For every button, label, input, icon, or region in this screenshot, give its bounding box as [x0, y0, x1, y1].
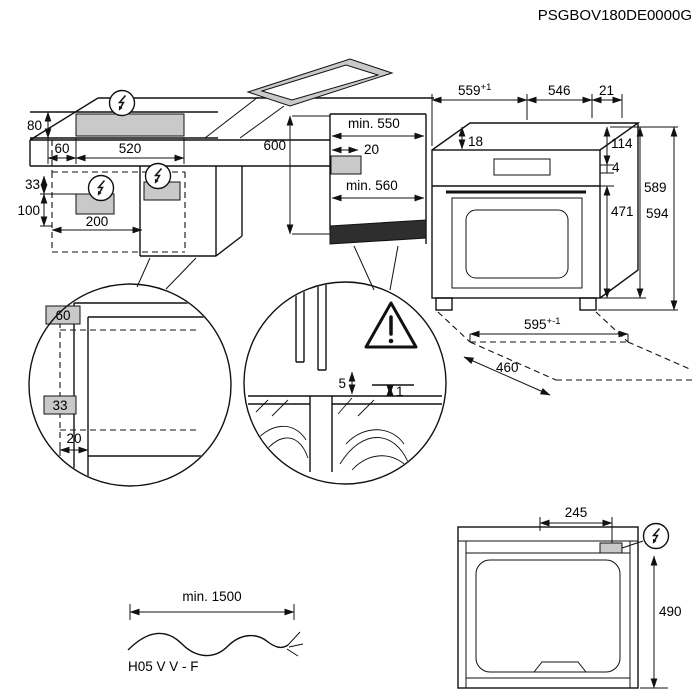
electrical-connection-icon — [108, 89, 136, 117]
detail-circle-outline — [243, 281, 447, 485]
electrical-connection-icon — [144, 162, 172, 190]
oven-display — [493, 158, 551, 176]
dim-589-label: 589 — [644, 180, 667, 195]
floor-projection-lines — [437, 311, 693, 381]
dim-1-label: 1 — [396, 384, 404, 399]
connection-leader — [621, 540, 644, 549]
dim-600-label: 600 — [263, 138, 286, 153]
oven-dimensions: 559+1 546 21 18 114 4 471 589 594 595+-1… — [431, 82, 693, 396]
wall-electrical-zones: 80 60 520 33 100 200 — [17, 89, 243, 257]
electrical-zone-60 — [45, 305, 81, 325]
dim-20-label: 20 — [364, 142, 379, 157]
dim-min550-label: min. 550 — [348, 116, 400, 131]
dim-559-label: 559+1 — [458, 82, 491, 98]
cable-length-label: min. 1500 — [182, 589, 241, 604]
worktop-cross-section — [248, 384, 442, 472]
oven-foot-left — [435, 297, 453, 311]
gap-detail-leader-lines — [353, 245, 399, 291]
niche-plinth — [329, 219, 427, 245]
dim-33-panel-label: 33 — [52, 398, 67, 413]
installation-niche: min. 550 20 min. 560 600 — [136, 113, 427, 291]
dim-546-label: 546 — [548, 83, 571, 98]
electrical-zone-33 — [43, 395, 77, 415]
warning-triangle-icon — [364, 301, 418, 349]
detail-circle-panel: 20 60 33 — [28, 283, 232, 487]
dim-min560-label: min. 560 — [346, 178, 398, 193]
electrical-zone-top — [75, 113, 185, 137]
oven-front-face — [431, 149, 601, 299]
cable-wire-ends — [286, 631, 304, 657]
dim-100-label: 100 — [17, 203, 40, 218]
oven-door — [451, 197, 583, 289]
panel-section-lines — [73, 302, 230, 480]
detail-circle-outline — [28, 283, 232, 487]
panel-cross-sections — [295, 284, 327, 371]
main-isometric-view: 80 60 520 33 100 200 min. 550 20 min. 56… — [17, 58, 693, 396]
cable-curve — [127, 632, 289, 657]
dim-200-label: 200 — [86, 214, 109, 229]
dim-21-label: 21 — [599, 83, 614, 98]
oven-door-window — [465, 209, 569, 279]
top-view-outline — [457, 526, 639, 689]
electrical-zone-niche — [330, 155, 362, 175]
appliance-top-view: 245 490 — [457, 505, 682, 689]
dim-33-label: 33 — [25, 177, 40, 192]
mains-cable-drawing: min. 1500 H05 V V - F — [127, 589, 304, 674]
dim-80-label: 80 — [27, 118, 42, 133]
cooktop-leader-lines — [204, 96, 285, 139]
left-cabinet-outline — [139, 166, 243, 257]
electrical-connection-icon — [87, 174, 115, 202]
detail-circle-gap: 5 1 — [243, 281, 447, 485]
connection-box — [599, 542, 623, 554]
dim-520-label: 520 — [119, 141, 142, 156]
dim-4-label: 4 — [612, 160, 620, 175]
dim-245-label: 245 — [565, 505, 588, 520]
dim-471-label: 471 — [611, 204, 634, 219]
top-view-cavity — [475, 559, 621, 673]
cooktop-cutout-hole — [260, 64, 380, 101]
document-code: PSGBOV180DE0000G — [538, 7, 692, 24]
electrical-connection-icon — [642, 522, 670, 550]
wood-grain — [251, 425, 411, 471]
panel-detail-leader-lines — [136, 257, 197, 290]
dim-595-label: 595+-1 — [524, 316, 561, 332]
dim-5-label: 5 — [338, 376, 346, 391]
dim-460-label: 460 — [496, 360, 519, 375]
dim-20-panel-label: 20 — [66, 431, 81, 446]
dim-60-label: 60 — [54, 141, 69, 156]
cable-type-label: H05 V V - F — [128, 659, 199, 674]
dim-60-panel-label: 60 — [55, 308, 70, 323]
dim-18-label: 18 — [468, 134, 483, 149]
dim-490-label: 490 — [659, 604, 682, 619]
top-view-notch — [533, 661, 587, 673]
dim-594-label: 594 — [646, 206, 669, 221]
oven-foot-right — [579, 297, 597, 311]
dim-114-label: 114 — [611, 136, 633, 151]
countertop — [29, 58, 434, 167]
